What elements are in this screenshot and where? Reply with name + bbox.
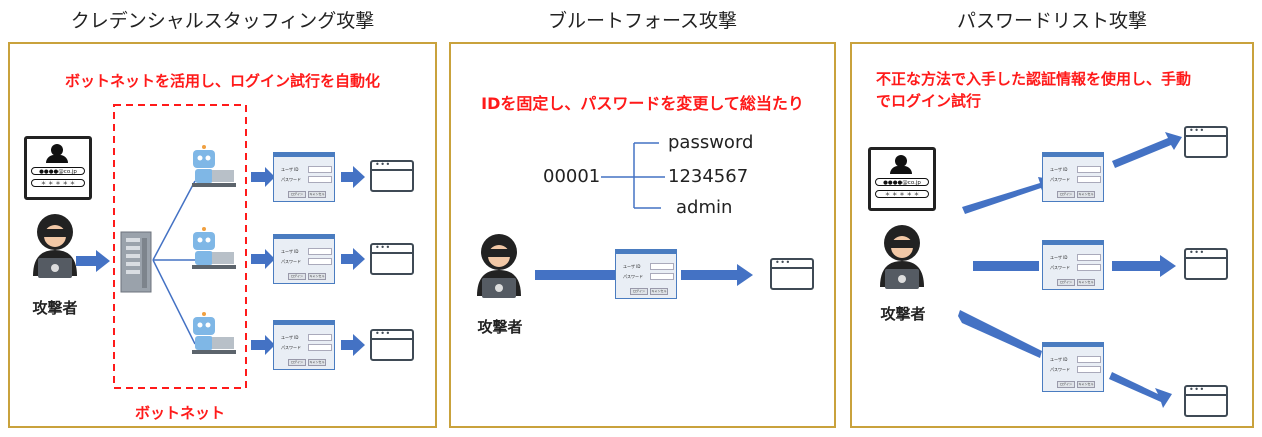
credential-stuffing-description: ボットネットを活用し、ログイン試行を自動化 (64, 72, 380, 90)
credential-stuffing-diagram (76, 104, 365, 389)
login-form: ユーザ ID パスワード ログイン キャンセル (273, 234, 335, 284)
server-icon (120, 231, 152, 293)
user-icon (895, 155, 907, 167)
password-candidate: password (668, 132, 754, 153)
botnet-boundary (113, 104, 247, 389)
card-password: ＊ ＊ ＊ ＊ ＊ (875, 190, 929, 198)
bot-icon (192, 227, 236, 269)
fixed-id-value: 00001 (543, 166, 601, 187)
attacker-icon (477, 234, 521, 298)
password-list-description-line2: でログイン試行 (876, 92, 982, 110)
card-email: ●●●●@co.jp (875, 178, 929, 186)
credential-card: ●●●●@co.jp ＊ ＊ ＊ ＊ ＊ (24, 136, 92, 200)
browser-window-icon: ••• (370, 160, 414, 192)
attacker-label: 攻撃者 (880, 305, 926, 323)
panel-brute-force (449, 42, 836, 428)
bot-icon (192, 312, 236, 354)
panel-title-brute-force: ブルートフォース攻撃 (547, 10, 738, 32)
password-candidate: 1234567 (668, 166, 749, 187)
attacker-label: 攻撃者 (32, 299, 78, 317)
bot-icon (192, 145, 236, 187)
card-email: ●●●●@co.jp (31, 167, 85, 175)
user-icon (51, 144, 63, 156)
attacker-label: 攻撃者 (477, 318, 523, 336)
browser-window-icon: ••• (1184, 126, 1228, 158)
login-form: ユーザ ID パスワード ログイン キャンセル (1042, 240, 1104, 290)
login-form: ユーザ ID パスワード ログイン キャンセル (615, 249, 677, 299)
password-candidate: admin (676, 197, 733, 218)
login-form: ユーザ ID パスワード ログイン キャンセル (1042, 152, 1104, 202)
botnet-label: ボットネット (134, 404, 225, 422)
login-form: ユーザ ID パスワード ログイン キャンセル (273, 320, 335, 370)
attacker-icon (880, 225, 924, 289)
credential-card: ●●●●@co.jp ＊ ＊ ＊ ＊ ＊ (868, 147, 936, 211)
password-list-description-line1: 不正な方法で入手した認証情報を使用し、手動 (876, 70, 1192, 88)
panel-title-password-list: パスワードリスト攻撃 (956, 10, 1147, 32)
arrow-attacker-to-server (76, 250, 110, 272)
browser-window-icon: ••• (1184, 248, 1228, 280)
brute-force-description: IDを固定し、パスワードを変更して総当たり (481, 94, 804, 113)
browser-window-icon: ••• (370, 243, 414, 275)
panel-title-credential-stuffing: クレデンシャルスタッフィング攻撃 (70, 10, 375, 32)
password-list-arrows (958, 132, 1182, 408)
browser-window-icon: ••• (370, 329, 414, 361)
brute-force-diagram (535, 142, 753, 286)
panel-credential-stuffing (8, 42, 437, 428)
browser-window-icon: ••• (770, 258, 814, 290)
login-form: ユーザ ID パスワード ログイン キャンセル (273, 152, 335, 202)
attacker-icon (33, 214, 77, 278)
login-form: ユーザ ID パスワード ログイン キャンセル (1042, 342, 1104, 392)
panel-password-list (850, 42, 1254, 428)
browser-window-icon: ••• (1184, 385, 1228, 417)
card-password: ＊ ＊ ＊ ＊ ＊ (31, 179, 85, 187)
